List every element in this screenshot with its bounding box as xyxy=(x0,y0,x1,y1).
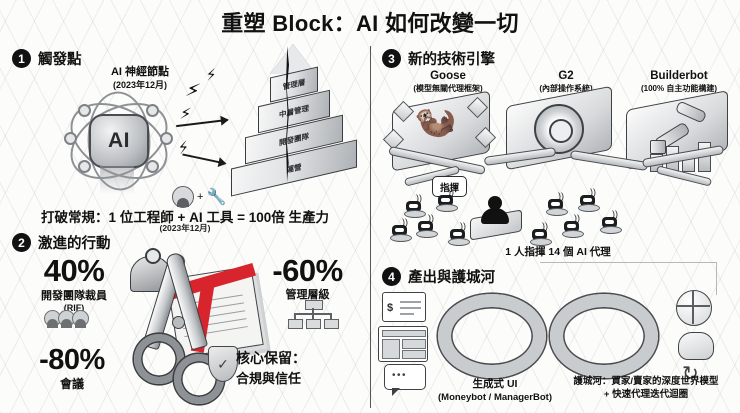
robot-arm-icon xyxy=(648,96,708,154)
section-2-title: 激進的行動 xyxy=(38,236,111,252)
commander-head xyxy=(488,196,502,210)
ai-atom-illustration: AI xyxy=(57,87,181,195)
globe-icon xyxy=(676,290,712,326)
tech-goose-label: Goose (模型無關代理框架) xyxy=(388,70,508,94)
human-commander-icon xyxy=(470,196,522,241)
stat-dev-layoffs-label: 開發團隊裁員 xyxy=(41,290,107,303)
commander-body xyxy=(481,208,509,224)
section-1-caption: 打破常規：1 位工程師 + AI 工具 = 100倍 生產力 xyxy=(40,210,330,225)
stat-dev-layoffs-value: 40% xyxy=(43,253,105,288)
dollar-sign: $ xyxy=(387,302,394,314)
infinity-loop-illustration xyxy=(438,288,658,384)
section-4-header: 4 產出與護城河 xyxy=(382,266,495,287)
feedback-loop-line xyxy=(540,262,717,295)
gear-icon xyxy=(534,104,584,154)
section-3-caption: 1 人指揮 14 個 AI 代理 xyxy=(505,246,611,258)
stat-dev-layoffs-note: (RIF) xyxy=(63,303,85,314)
atom-node-dot xyxy=(78,160,91,173)
people-group-icon xyxy=(44,310,89,328)
goose-bird-icon: 🦦 xyxy=(414,102,457,140)
ai-node-label-group: AI 神經節點 (2023年12月) xyxy=(60,66,220,91)
section-3-title: 新的技術引擎 xyxy=(408,52,495,68)
ai-agent-icon: )) xyxy=(390,217,412,242)
core-retained-detail: 合規與信任 xyxy=(236,371,302,386)
core-retained-title: 核心保留： xyxy=(236,350,306,366)
moat-label-line2: + 快速代理迭代迴圈 xyxy=(603,388,689,400)
stat-management-layers-value: -60% xyxy=(272,253,343,288)
scissors-handle-ring xyxy=(134,334,184,384)
section-1-title: 觸發點 xyxy=(38,52,82,68)
dashboard-ui-icon xyxy=(378,326,428,362)
generative-ui-label: 生成式 UI xyxy=(472,378,518,390)
moat-label-line1: 護城河：買家/賣家的深度世界模型 xyxy=(573,376,719,387)
section-4-number: 4 xyxy=(382,267,401,286)
org-chart-icon xyxy=(288,300,339,329)
section-1-header: 1 觸發點 xyxy=(12,48,82,69)
page-title: 重塑 Block：AI 如何改變一切 xyxy=(221,11,519,36)
ai-agent-icon: )) xyxy=(600,209,622,234)
person-icon xyxy=(72,310,89,328)
atom-node-dot xyxy=(146,160,159,173)
wrench-icon: 🔧 xyxy=(206,189,227,206)
ai-agent-icon: )) xyxy=(546,191,568,216)
core-retained-group: 核心保留： 合規與信任 xyxy=(236,348,366,387)
ai-agent-icon: )) xyxy=(530,221,552,246)
section-1-caption-sub: (2023年12月) xyxy=(159,223,211,233)
brain-icon xyxy=(678,332,714,360)
chat-bubble-icon: ••• xyxy=(384,364,426,396)
revenue-card-icon: $ xyxy=(382,292,426,322)
ai-agent-icon: )) xyxy=(404,193,426,218)
atom-node-dot xyxy=(78,104,91,117)
section-4-caption-right: 護城河：買家/賣家的深度世界模型 + 快速代理迭代迴圈 xyxy=(556,376,736,402)
tech-builderbot-label: Builderbot (100% 自主功能構建) xyxy=(620,70,738,94)
stat-dev-layoffs: 40% 開發團隊裁員 (RIF) xyxy=(14,253,134,314)
engineer-plus-tool-group: + 🔧 xyxy=(172,186,226,208)
ai-agent-icon: )) xyxy=(436,187,458,212)
section-2-number: 2 xyxy=(12,233,31,252)
section-4-title: 產出與護城河 xyxy=(408,270,495,286)
atom-node-dot xyxy=(146,104,159,117)
plus-sign: + xyxy=(197,191,204,203)
tech-goose-sub: (模型無關代理框架) xyxy=(413,84,483,93)
atom-node-dot xyxy=(64,132,77,145)
ai-node-label: AI 神經節點 xyxy=(110,66,170,78)
tech-goose-name: Goose xyxy=(430,70,466,82)
ai-agent-icon: )) xyxy=(562,213,584,238)
ai-node-date: (2023年12月) xyxy=(112,79,168,90)
infinity-left-lobe xyxy=(438,294,546,378)
ai-agent-icon: )) xyxy=(416,213,438,238)
stat-meetings-value: -80% xyxy=(39,344,105,376)
section-4-caption-left: 生成式 UI (Moneybot / ManagerBot) xyxy=(420,378,570,404)
section-3-number: 3 xyxy=(382,49,401,68)
tech-builderbot-sub: (100% 自主功能構建) xyxy=(640,84,717,93)
section-2-header: 2 激進的行動 xyxy=(12,232,111,253)
atom-node-dot xyxy=(160,132,173,145)
stat-management-layers: -60% 管理層級 xyxy=(250,253,365,302)
tech-g2-sub: (內部操作系統) xyxy=(539,84,593,93)
scissors-pivot xyxy=(172,316,185,329)
tech-g2-label: G2 (內部操作系統) xyxy=(506,70,626,94)
light-beam xyxy=(100,166,134,194)
generative-ui-sub: (Moneybot / ManagerBot) xyxy=(438,391,552,403)
stat-meetings-label: 會議 xyxy=(59,377,84,391)
section-1-number: 1 xyxy=(12,49,31,68)
stat-management-layers-label: 管理層級 xyxy=(285,289,330,302)
lightning-bolt-icon: ⚡ xyxy=(179,105,193,124)
ai-core-label: AI xyxy=(89,114,149,168)
tech-builderbot-name: Builderbot xyxy=(650,70,708,82)
engineer-avatar-icon xyxy=(172,186,194,208)
refresh-cycle-icon: ↻ xyxy=(682,363,699,385)
org-pyramid-illustration: 管理層 中層管理 開發團隊 運營 xyxy=(228,44,358,197)
stat-meetings: -80% 會議 xyxy=(12,346,132,392)
impact-arrow xyxy=(182,153,226,165)
shield-check-icon: ✓ xyxy=(208,346,238,382)
tech-g2-name: G2 xyxy=(558,70,574,82)
vertical-divider xyxy=(370,46,371,408)
chat-dots: ••• xyxy=(392,370,408,381)
section-3-header: 3 新的技術引擎 xyxy=(382,48,495,69)
ai-agent-icon: )) xyxy=(448,221,470,246)
ai-agent-icon: )) xyxy=(578,187,600,212)
infinity-right-lobe xyxy=(550,294,658,378)
